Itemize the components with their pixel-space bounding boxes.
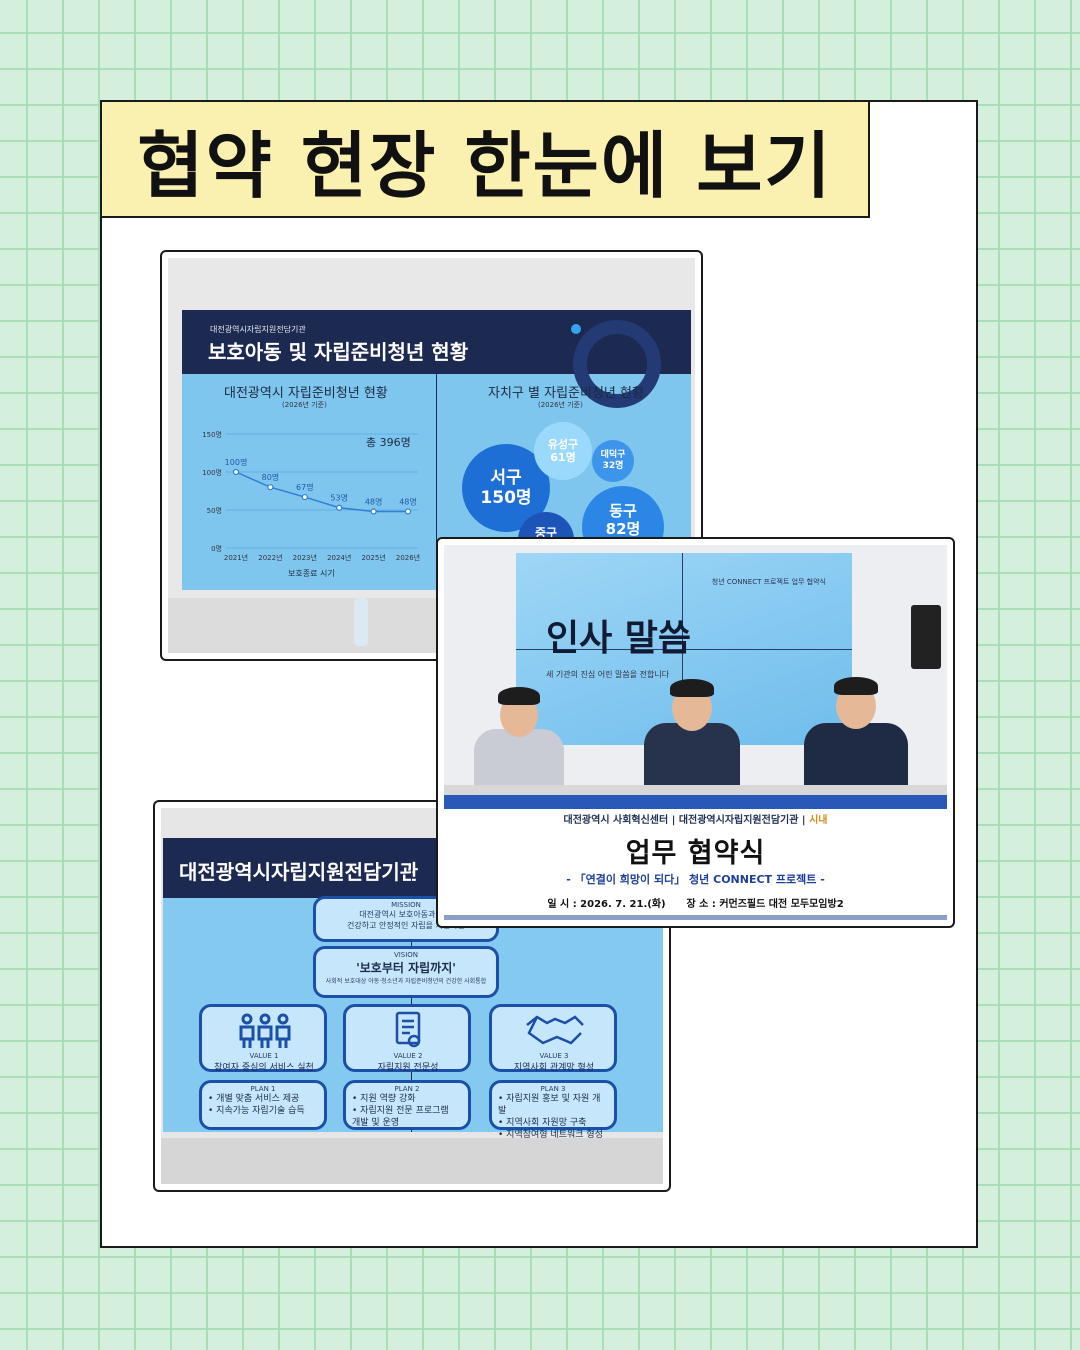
value-box-3 [489, 1004, 617, 1072]
data-label: 48명 [365, 497, 383, 507]
certificate-icon [395, 1011, 421, 1048]
x-axis-title: 보호종료 시기 [288, 569, 335, 578]
plan-box-1: PLAN 1 • 개별 맞춤 서비스 제공 • 지속가능 자립기술 습득 [199, 1080, 327, 1130]
mission-text-2: 건강하고 안정적인 자립을 지원하는 [346, 921, 466, 930]
title-banner: 협약 현장 한눈에 보기 [100, 100, 870, 218]
slide-project: 청년 CONNECT 프로젝트 업무 협약식 [711, 578, 826, 586]
data-point [301, 493, 308, 501]
vision-box: VISION '보호부터 자립까지' 사회적 보호대상 아동·청소년과 자립준비… [313, 946, 499, 998]
people-icon [239, 1013, 291, 1048]
page-title: 협약 현장 한눈에 보기 [137, 123, 833, 208]
slide-org: 대전광역시자립지원전담기관 [210, 325, 306, 334]
vision-text: '보호부터 자립까지' [356, 961, 456, 975]
value-box-2 [343, 1004, 471, 1072]
vision-label: VISION [393, 951, 419, 959]
slide-divider [436, 374, 437, 590]
value-box-1 [199, 1004, 327, 1072]
handshake-icon [526, 1015, 584, 1045]
data-point [267, 484, 274, 491]
banner-stripe-bottom [444, 915, 947, 920]
y-tick-label: 150명 [202, 430, 222, 439]
slide-header: 대전광역시자립지원전담기관 보호아동 및 자립준비청년 현황 [182, 310, 691, 408]
data-point [404, 508, 412, 515]
slide-subtitle: 세 기관의 진심 어린 말씀을 전합니다 [546, 670, 670, 679]
x-tick-label: 2022년 [258, 553, 282, 562]
org-logo-3: 시내 [809, 815, 828, 826]
right-note: (2026년 기준) [538, 401, 583, 409]
decor-dot [571, 324, 581, 334]
plan-box-3: PLAN 3 • 자립지원 홍보 및 자원 개발 • 지역사회 자원망 구축 •… [489, 1080, 617, 1140]
x-tick-label: 2023년 [293, 553, 317, 562]
slide-title: 대전광역시자립지원전담기관 [179, 860, 419, 884]
total-label: 총 396명 [366, 436, 411, 449]
banner-subtitle: - 「연결이 희망이 되다」 청년 CONNECT 프로젝트 - [566, 873, 825, 886]
mission-label: MISSION [391, 901, 421, 909]
line-chart: 0명 50명 100명 150명 100명 2021년 80명 2022년 67명 2023년 53… [202, 430, 420, 562]
series-line [235, 471, 408, 513]
y-tick-label: 0명 [211, 544, 222, 553]
data-label: 100명 [225, 457, 248, 467]
x-tick-label: 2025년 [361, 553, 385, 562]
data-label: 53명 [330, 493, 348, 503]
left-subtitle: 대전광역시 자립준비청년 현황 [224, 386, 388, 401]
data-label: 80명 [262, 472, 280, 482]
screen-divider-h [516, 649, 852, 650]
left-note: (2026년 기준) [282, 401, 327, 409]
data-label: 48명 [399, 497, 417, 507]
speaker-icon [911, 605, 941, 669]
ceremony-banner: 대전광역시 사회혁신센터 | 대전광역시자립지원전담기관 | 시내 업무 협약식… [444, 795, 947, 920]
data-point [336, 504, 343, 511]
org-logo-2: 대전광역시자립지원전담기관 [678, 815, 799, 826]
room-floor [161, 1138, 663, 1184]
right-subtitle: 자치구 별 자립준비청년 현황 [488, 386, 644, 401]
x-tick-label: 2021년 [224, 553, 248, 562]
vision-sub: 사회적 보호대상 아동·청소년과 자립준비청년의 건강한 사회통합 [325, 978, 487, 985]
banner-info: 일 시 : 2026. 7. 21.(화) 장 소 : 커먼즈필드 대전 모두모… [547, 899, 844, 910]
x-tick-label: 2024년 [327, 553, 351, 562]
y-tick-label: 100명 [202, 468, 222, 477]
y-tick-label: 50명 [207, 506, 222, 515]
photo-vision-slide: 대전광역시자립지원전담기관 MISSION 대전광역시 보호아동과 자립 건강하… [153, 800, 671, 1192]
mission-text-1: 대전광역시 보호아동과 자립 [359, 910, 453, 919]
slide-greeting: 인사 말씀 [546, 618, 692, 659]
plan-box-2: PLAN 2 • 지원 역량 강화 • 자립지원 전문 프로그램 개발 및 운영 [343, 1080, 471, 1130]
photo-ceremony: 청년 CONNECT 프로젝트 업무 협약식 인사 말씀 세 기관의 진심 어린… [436, 537, 955, 928]
data-point [370, 508, 377, 515]
data-point [232, 468, 240, 476]
slide-title: 보호아동 및 자립준비청년 현황 [208, 340, 469, 364]
banner-orgs: 대전광역시 사회혁신센터 | 대전광역시자립지원전담기관 | 시내 [563, 815, 828, 826]
data-label: 67명 [296, 482, 314, 492]
water-bottle [354, 598, 368, 646]
x-tick-label: 2026년 [396, 553, 420, 562]
org-logo-1: 대전광역시 사회혁신센터 [563, 815, 669, 826]
banner-title: 업무 협약식 [625, 838, 766, 869]
banner-stripe [444, 795, 947, 809]
